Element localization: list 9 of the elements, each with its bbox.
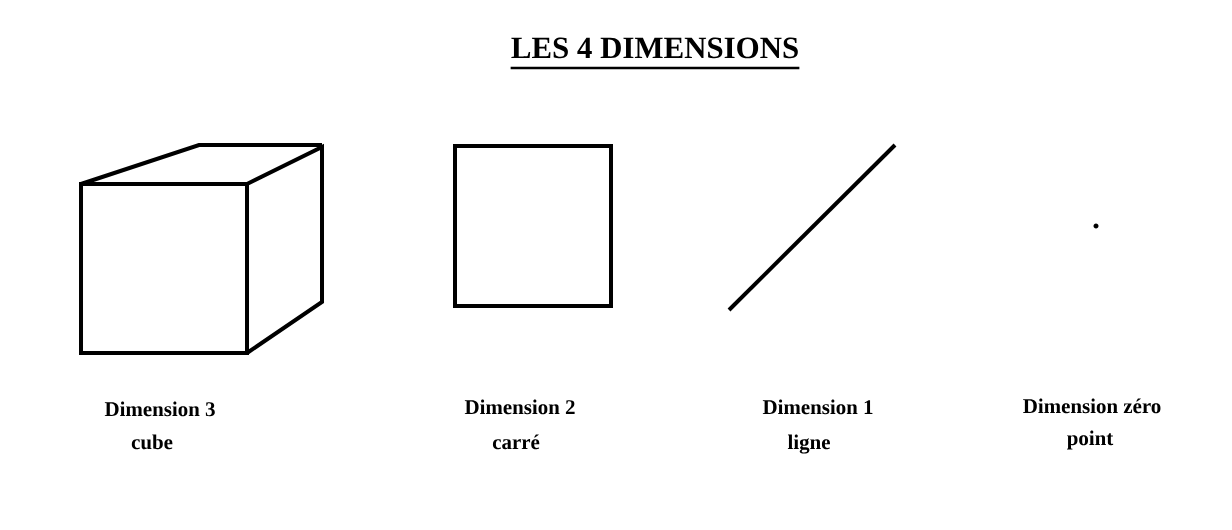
caption-text: Dimension zéro [1023,398,1161,414]
caption-text: ligne [787,434,830,454]
caption-text: carré [492,434,540,450]
caption-text: point [1067,430,1114,450]
title: LES 4 DIMENSIONS [511,37,798,59]
caption-text: Dimension 1 [762,399,873,415]
caption-text: Dimension 3 [104,401,215,417]
caption-text: Dimension 2 [464,399,575,415]
caption-text: cube [131,434,173,450]
